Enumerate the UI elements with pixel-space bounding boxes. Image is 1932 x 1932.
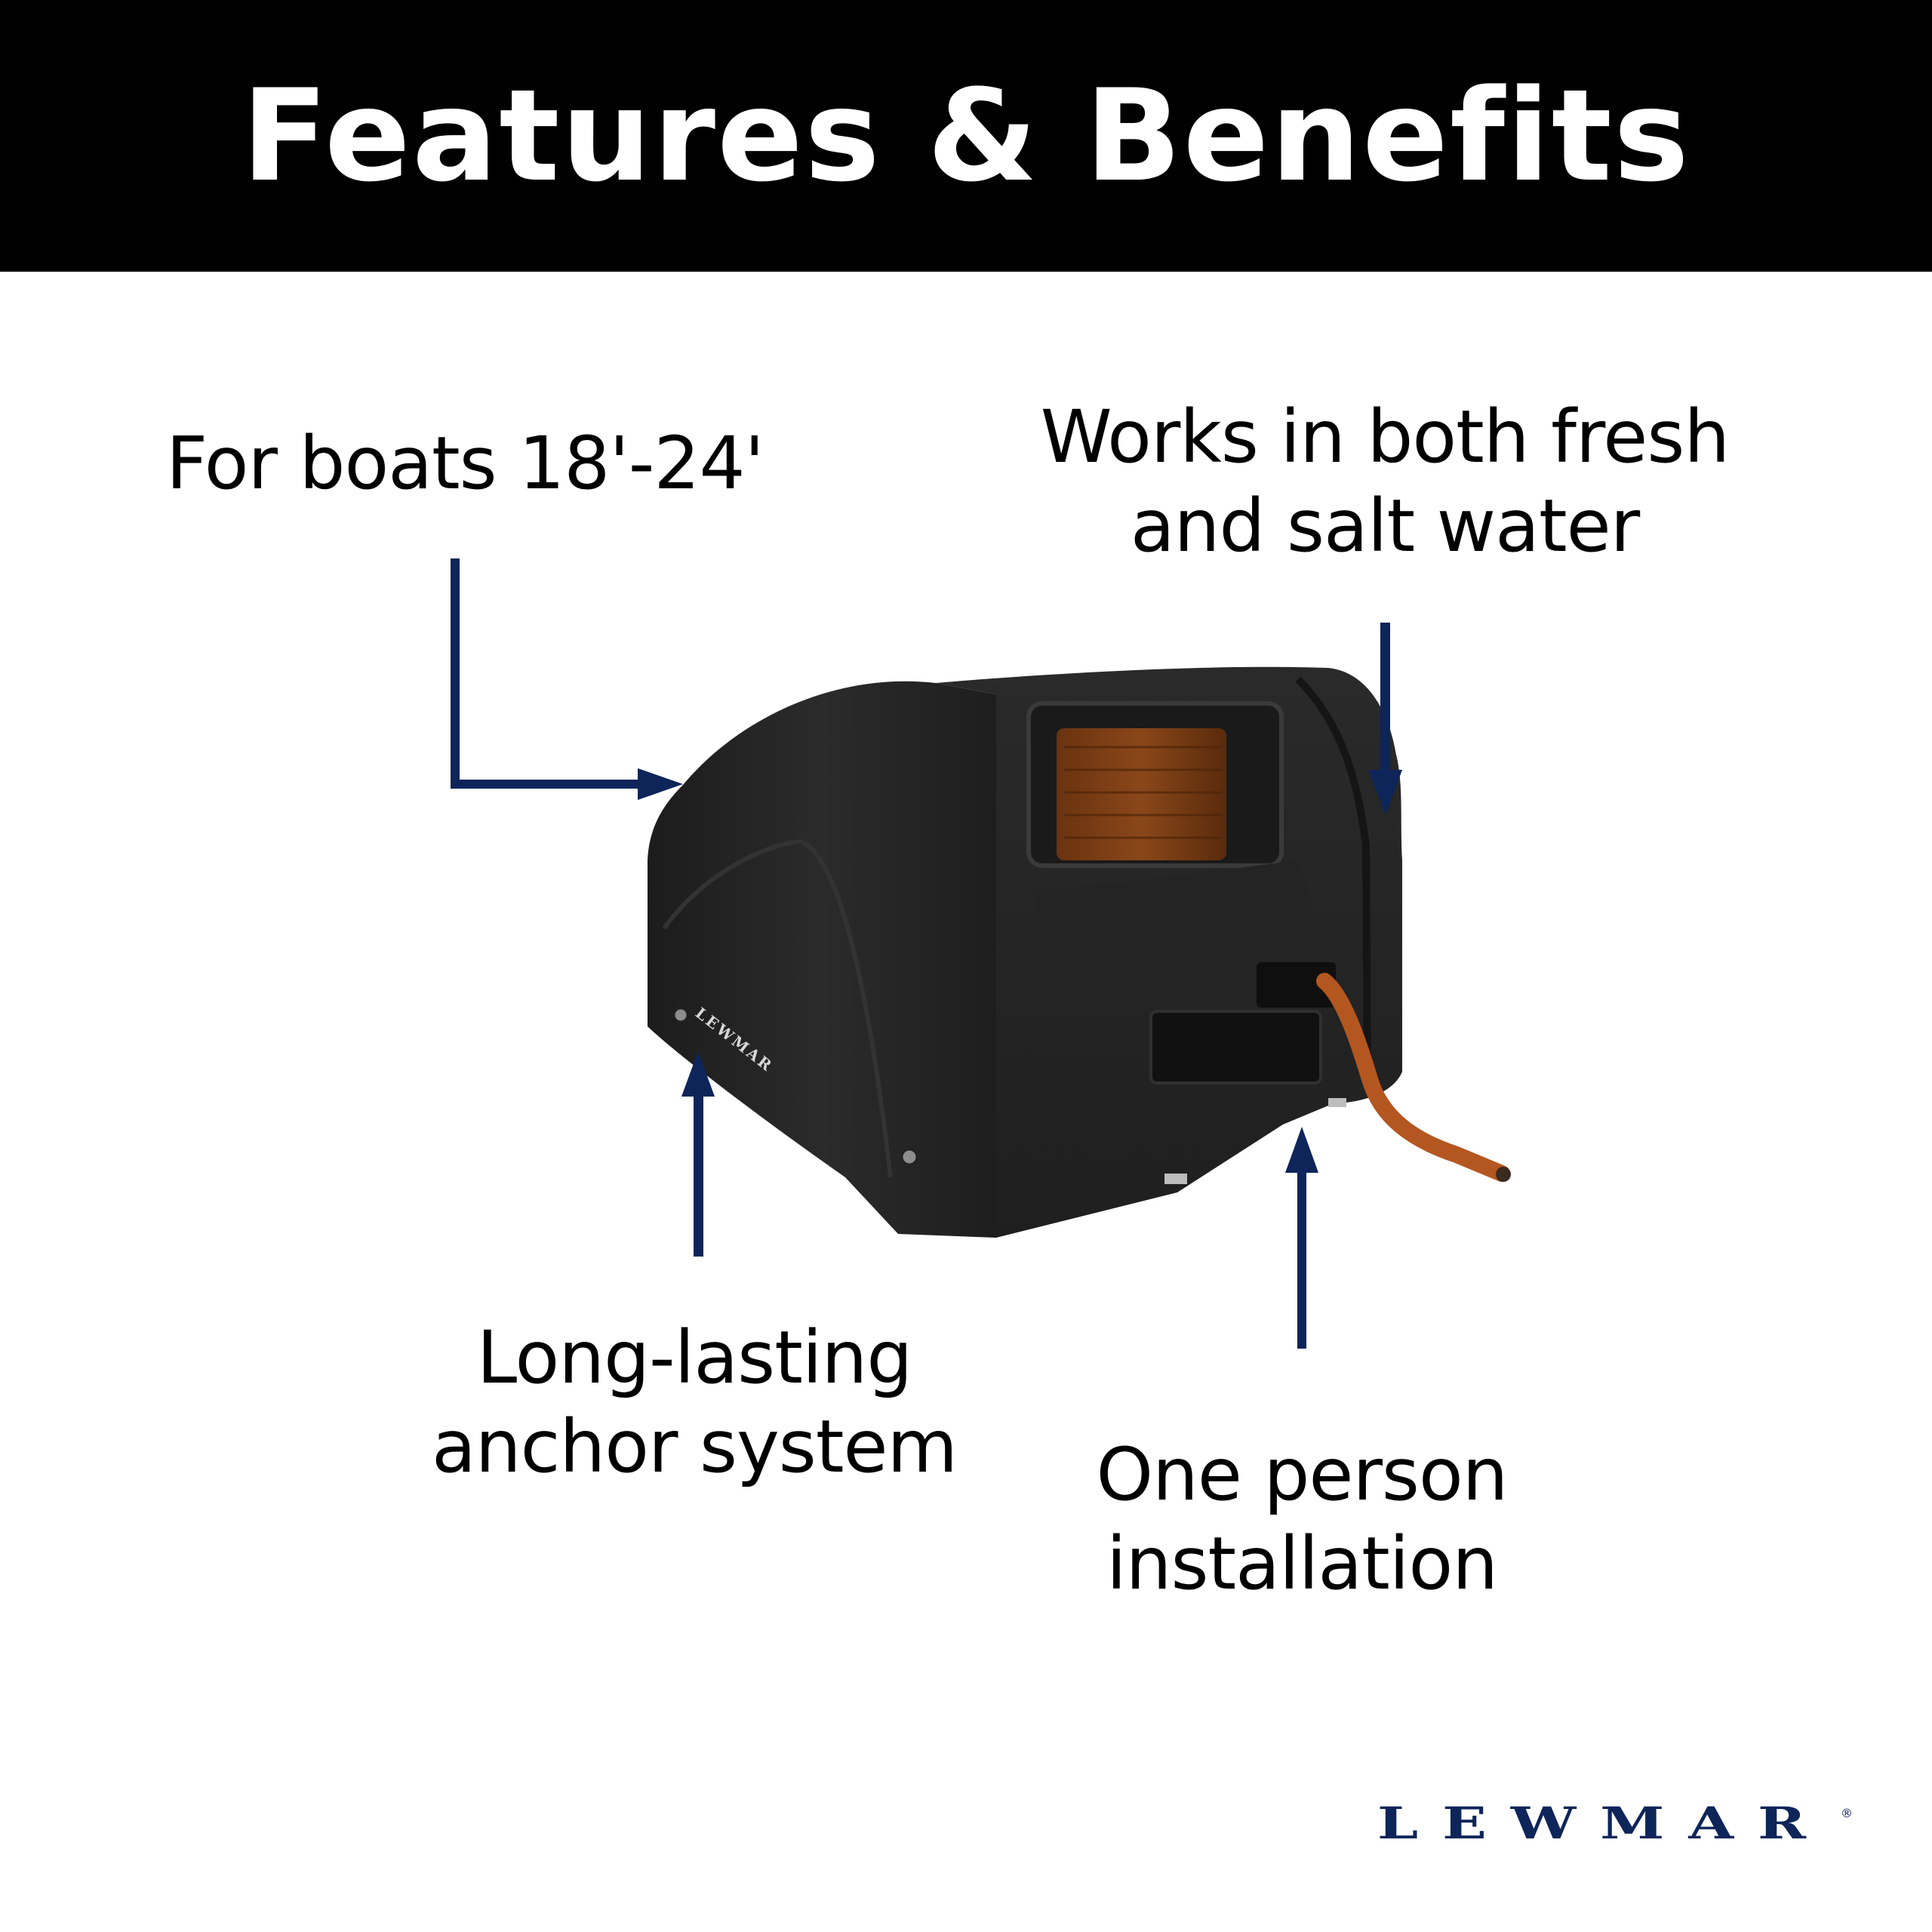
callout-text: Works in both fresh: [1040, 395, 1730, 479]
rope-spool: [1057, 728, 1226, 860]
callout-text: Long-lasting: [476, 1315, 913, 1400]
rope: [1316, 973, 1510, 1182]
page-title: Features & Benefits: [242, 62, 1690, 210]
callout-text: and salt water: [1130, 484, 1640, 568]
rope-slot-upper: [1257, 962, 1336, 1008]
screw: [672, 1007, 689, 1023]
arrow-up-icon: [1285, 1127, 1318, 1349]
callout-text: One person: [1096, 1432, 1508, 1517]
arrow-elbow-right-icon: [451, 558, 683, 800]
registered-mark: ®: [1841, 1806, 1853, 1820]
screw: [900, 1148, 918, 1166]
brand-logo: LEWMAR ®: [1377, 1798, 1860, 1849]
callout-text: installation: [1106, 1521, 1498, 1606]
winch-side-contour: [662, 838, 893, 1178]
callout-text: anchor system: [431, 1404, 958, 1489]
callout-installation: One person installation: [1072, 1430, 1532, 1608]
callout-water-type: Works in both fresh and salt water: [1034, 392, 1736, 571]
callout-anchor-system: Long-lasting anchor system: [423, 1313, 966, 1491]
callout-text: For boats 18'-24': [166, 421, 764, 506]
arrow-down-icon: [1368, 623, 1402, 815]
winch-side-shell: [648, 681, 996, 1238]
rope-slot-lower: [1149, 1010, 1322, 1084]
arrow-up-icon: [681, 1051, 715, 1257]
header-banner: Features & Benefits: [0, 0, 1932, 272]
callout-boat-size: For boats 18'-24': [166, 419, 764, 508]
brand-logo-text: LEWMAR: [1377, 1802, 1830, 1847]
